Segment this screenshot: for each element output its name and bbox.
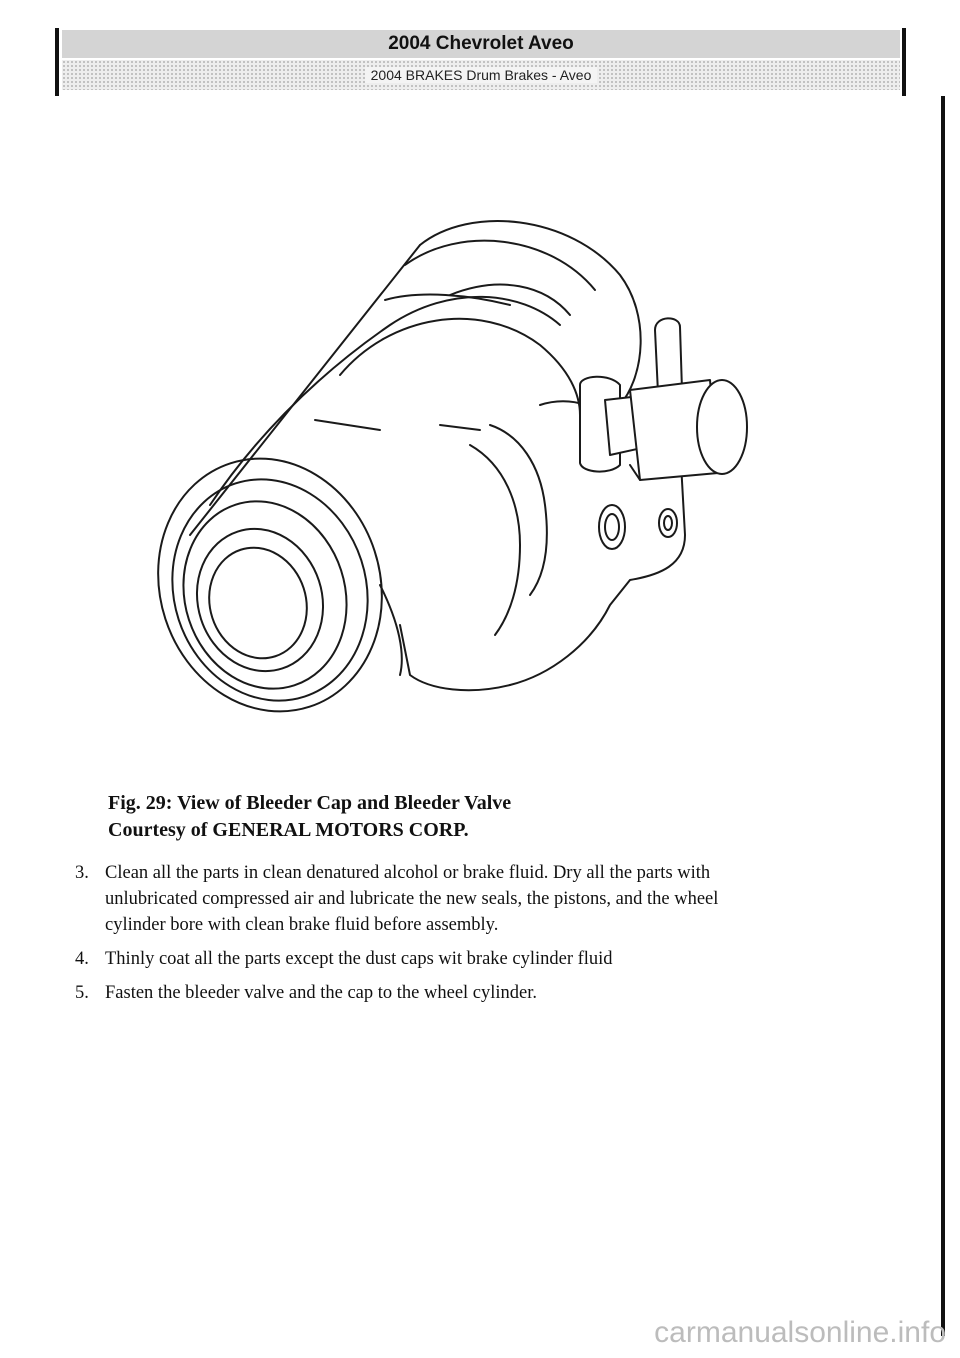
body-top-2 [209, 295, 561, 506]
body-lower [399, 624, 511, 692]
front-bore-outer [195, 527, 325, 673]
figure-caption: Fig. 29: View of Bleeder Cap and Bleeder… [108, 790, 828, 844]
step-item: 4. Thinly coat all the parts except the … [75, 946, 875, 972]
step-item: 3. Clean all the parts in clean denature… [75, 860, 875, 938]
front-ring-3 [182, 500, 348, 690]
bleeder-cap-line [629, 464, 641, 481]
caption-line-2: Courtesy of GENERAL MOTORS CORP. [108, 819, 469, 841]
rear-collar [419, 220, 642, 406]
mount-hole-small-inner [663, 515, 673, 531]
body-shadow-line [314, 419, 381, 431]
header-frame-right [902, 28, 906, 96]
step-number: 4. [75, 949, 89, 969]
step-line: Fasten the bleeder valve and the cap to … [105, 983, 538, 1003]
mount-hole-large [598, 504, 626, 550]
flange-inner-3 [439, 424, 481, 431]
mount-hole-large-inner [604, 513, 620, 541]
site-watermark: carmanualsonline.info [654, 1316, 946, 1349]
bleeder-nipple [654, 317, 683, 394]
step-text: Thinly coat all the parts except the dus… [105, 946, 875, 972]
header-frame-left [55, 28, 59, 96]
step-line: Clean all the parts in clean denatured a… [105, 863, 711, 883]
rear-collar-ring [449, 283, 571, 316]
wheel-cylinder-drawing [157, 220, 748, 713]
front-ring-outer [157, 457, 383, 713]
step-number: 3. [75, 863, 89, 883]
flange-inner-1 [489, 424, 548, 596]
body-shadow-line-2 [384, 293, 511, 306]
front-ring-2 [171, 478, 369, 702]
document-title: 2004 Chevrolet Aveo [62, 30, 900, 58]
step-number: 5. [75, 983, 89, 1003]
bleeder-cap-end [696, 379, 748, 475]
caption-line-1: Fig. 29: View of Bleeder Cap and Bleeder… [108, 792, 512, 814]
document-subtitle: 2004 BRAKES Drum Brakes - Aveo [364, 67, 598, 83]
mount-hole-small [658, 508, 678, 538]
document-subtitle-bar: 2004 BRAKES Drum Brakes - Aveo [62, 60, 900, 90]
step-line: unlubricated compressed air and lubricat… [105, 889, 719, 909]
body-upper-curve [339, 317, 581, 416]
flange-inner-2 [469, 444, 521, 636]
step-item: 5. Fasten the bleeder valve and the cap … [75, 980, 875, 1006]
procedure-steps: 3. Clean all the parts in clean denature… [75, 860, 875, 1014]
step-line: cylinder bore with clean brake fluid bef… [105, 915, 499, 935]
front-bore-inner [208, 546, 308, 660]
wheel-cylinder-illustration [150, 205, 770, 725]
rear-collar-inner [404, 239, 596, 291]
step-line: Thinly coat all the parts except the dus… [105, 949, 613, 969]
front-body-link [379, 584, 403, 676]
page-edge-rule [941, 96, 945, 1336]
step-text: Fasten the bleeder valve and the cap to … [105, 980, 875, 1006]
step-text: Clean all the parts in clean denatured a… [105, 860, 875, 938]
